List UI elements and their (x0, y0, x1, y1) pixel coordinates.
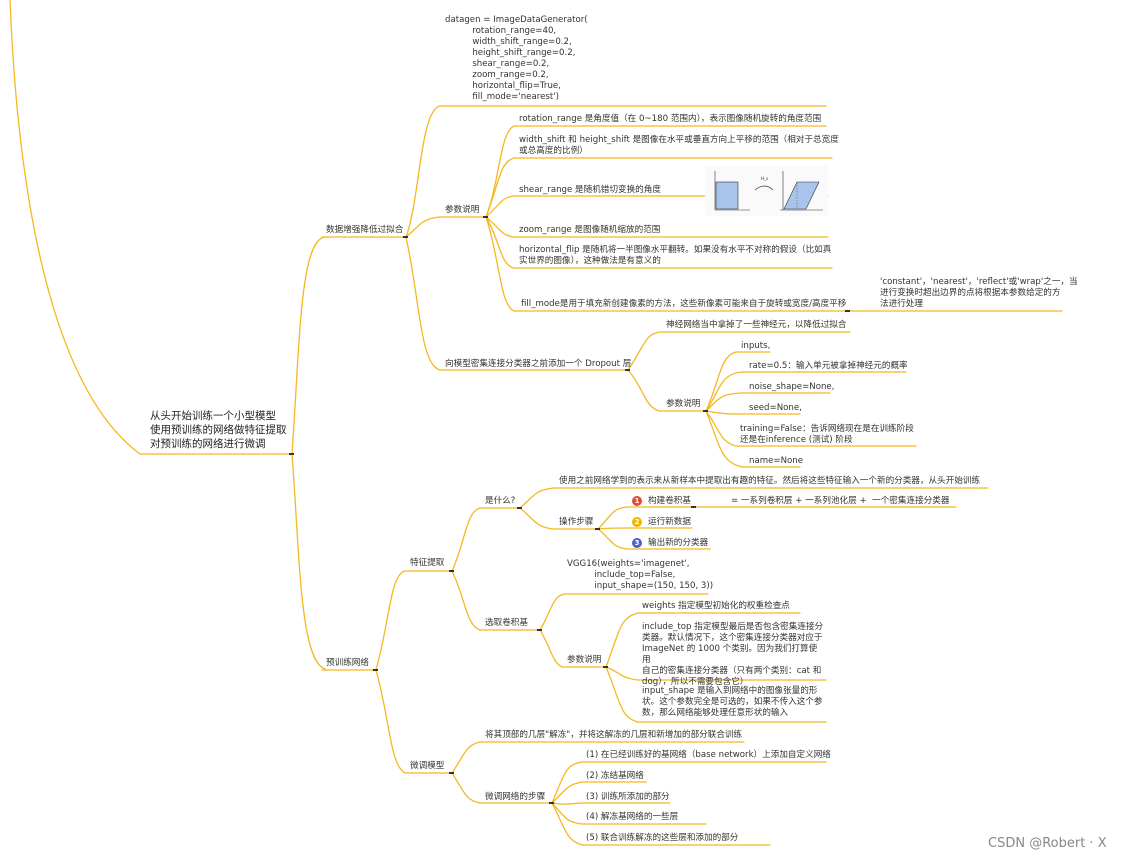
svg-text:H_s: H_s (761, 176, 768, 181)
topic-finetune-steps[interactable]: 微调网络的步骤 (485, 792, 546, 802)
root-topic-line-2[interactable]: 使用预训练的网络做特征提取 (150, 424, 287, 436)
topic-vgg-params[interactable]: 参数说明 (567, 655, 602, 665)
root-topic-line-1[interactable]: 从头开始训练一个小型模型 (150, 410, 276, 422)
topic-shear-range[interactable]: shear_range 是随机错切变换的角度 (519, 185, 661, 195)
topic-operation-steps[interactable]: 操作步骤 (559, 517, 594, 527)
topic-step1-detail[interactable]: = 一系列卷积层 + 一系列池化层 + 一个密集连接分类器 (731, 496, 950, 506)
topic-finetune-step-4[interactable]: (4) 解冻基网络的一些层 (586, 812, 679, 822)
topic-finetune-desc[interactable]: 将其顶部的几层"解冻"，并将这解冻的几层和新增加的部分联合训练 (485, 730, 743, 740)
topic-dropout-seed[interactable]: seed=None, (749, 403, 802, 413)
topic-horizontal-flip[interactable]: horizontal_flip 是随机将一半图像水平翻转。如果没有水平不对称的假… (519, 245, 832, 266)
csdn-watermark: CSDN @Robert · X (988, 836, 1107, 851)
root-topic-line-3[interactable]: 对预训练的网络进行微调 (150, 438, 266, 450)
topic-pretrained-network[interactable]: 预训练网络 (326, 658, 369, 668)
topic-weights-param[interactable]: weights 指定模型初始化的权重检查点 (642, 601, 790, 611)
topic-dropout-layer[interactable]: 向模型密集连接分类器之前添加一个 Dropout 层 (445, 359, 632, 369)
topic-fill-mode-detail[interactable]: 'constant'，'nearest'，'reflect'或'wrap'之一，… (880, 277, 1078, 309)
topic-finetune-step-1[interactable]: (1) 在已经训练好的基网络（base network）上添加自定义网络 (586, 750, 831, 760)
topic-fine-tuning[interactable]: 微调模型 (410, 761, 445, 771)
topic-zoom-range[interactable]: zoom_range 是图像随机缩放的范围 (519, 225, 661, 235)
topic-datagen-code[interactable]: datagen = ImageDataGenerator( rotation_r… (445, 15, 588, 102)
topic-what-desc[interactable]: 使用之前网络学到的表示来从新样本中提取出有趣的特征。然后将这些特征输入一个新的分… (559, 476, 981, 486)
topic-select-conv-base[interactable]: 选取卷积基 (485, 618, 528, 628)
shear-transform-diagram: H_s (705, 166, 828, 216)
topic-input-shape-param[interactable]: input_shape 是输入到网络中的图像张量的形 状。这个参数完全是可选的，… (642, 686, 823, 718)
topic-augment-params[interactable]: 参数说明 (445, 205, 480, 215)
topic-dropout-name[interactable]: name=None (749, 456, 803, 466)
topic-finetune-step-3[interactable]: (3) 训练所添加的部分 (586, 792, 670, 802)
topic-dropout-training[interactable]: training=False：告诉网络现在是在训练阶段 还是在inference… (740, 424, 914, 445)
topic-step-run-new-data[interactable]: 运行新数据 (648, 517, 691, 527)
topic-dropout-desc[interactable]: 神经网络当中拿掉了一些神经元，以降低过拟合 (666, 320, 847, 330)
topic-step-output-classifier[interactable]: 输出新的分类器 (648, 538, 709, 548)
topic-shift-range[interactable]: width_shift 和 height_shift 是图像在水平或垂直方向上平… (519, 135, 839, 156)
topic-dropout-noise-shape[interactable]: noise_shape=None, (749, 382, 835, 392)
step-1-badge-icon: 1 (632, 496, 642, 506)
topic-what-is-it[interactable]: 是什么? (485, 496, 516, 506)
step-3-badge-icon: 3 (632, 538, 642, 548)
topic-fill-mode[interactable]: fill_mode是用于填充新创建像素的方法，这些新像素可能来自于旋转或宽度/高… (521, 299, 847, 309)
topic-finetune-step-5[interactable]: (5) 联合训练解冻的这些层和添加的部分 (586, 833, 739, 843)
step-2-badge-icon: 2 (632, 517, 642, 527)
topic-dropout-rate[interactable]: rate=0.5：输入单元被拿掉神经元的概率 (749, 361, 908, 371)
topic-rotation-range[interactable]: rotation_range 是角度值（在 0~180 范围内），表示图像随机旋… (519, 114, 822, 124)
topic-dropout-inputs[interactable]: inputs, (741, 341, 771, 351)
topic-vgg16-code[interactable]: VGG16(weights='imagenet', include_top=Fa… (567, 559, 714, 591)
topic-step-build-conv-base[interactable]: 构建卷积基 (648, 496, 691, 506)
topic-finetune-step-2[interactable]: (2) 冻结基网络 (586, 771, 644, 781)
topic-feature-extraction[interactable]: 特征提取 (410, 558, 445, 568)
topic-dropout-params[interactable]: 参数说明 (666, 399, 701, 409)
topic-data-augmentation[interactable]: 数据增强降低过拟合 (326, 225, 404, 235)
topic-include-top-param[interactable]: include_top 指定模型最后是否包含密集连接分类器。默认情况下，这个密集… (642, 622, 824, 687)
